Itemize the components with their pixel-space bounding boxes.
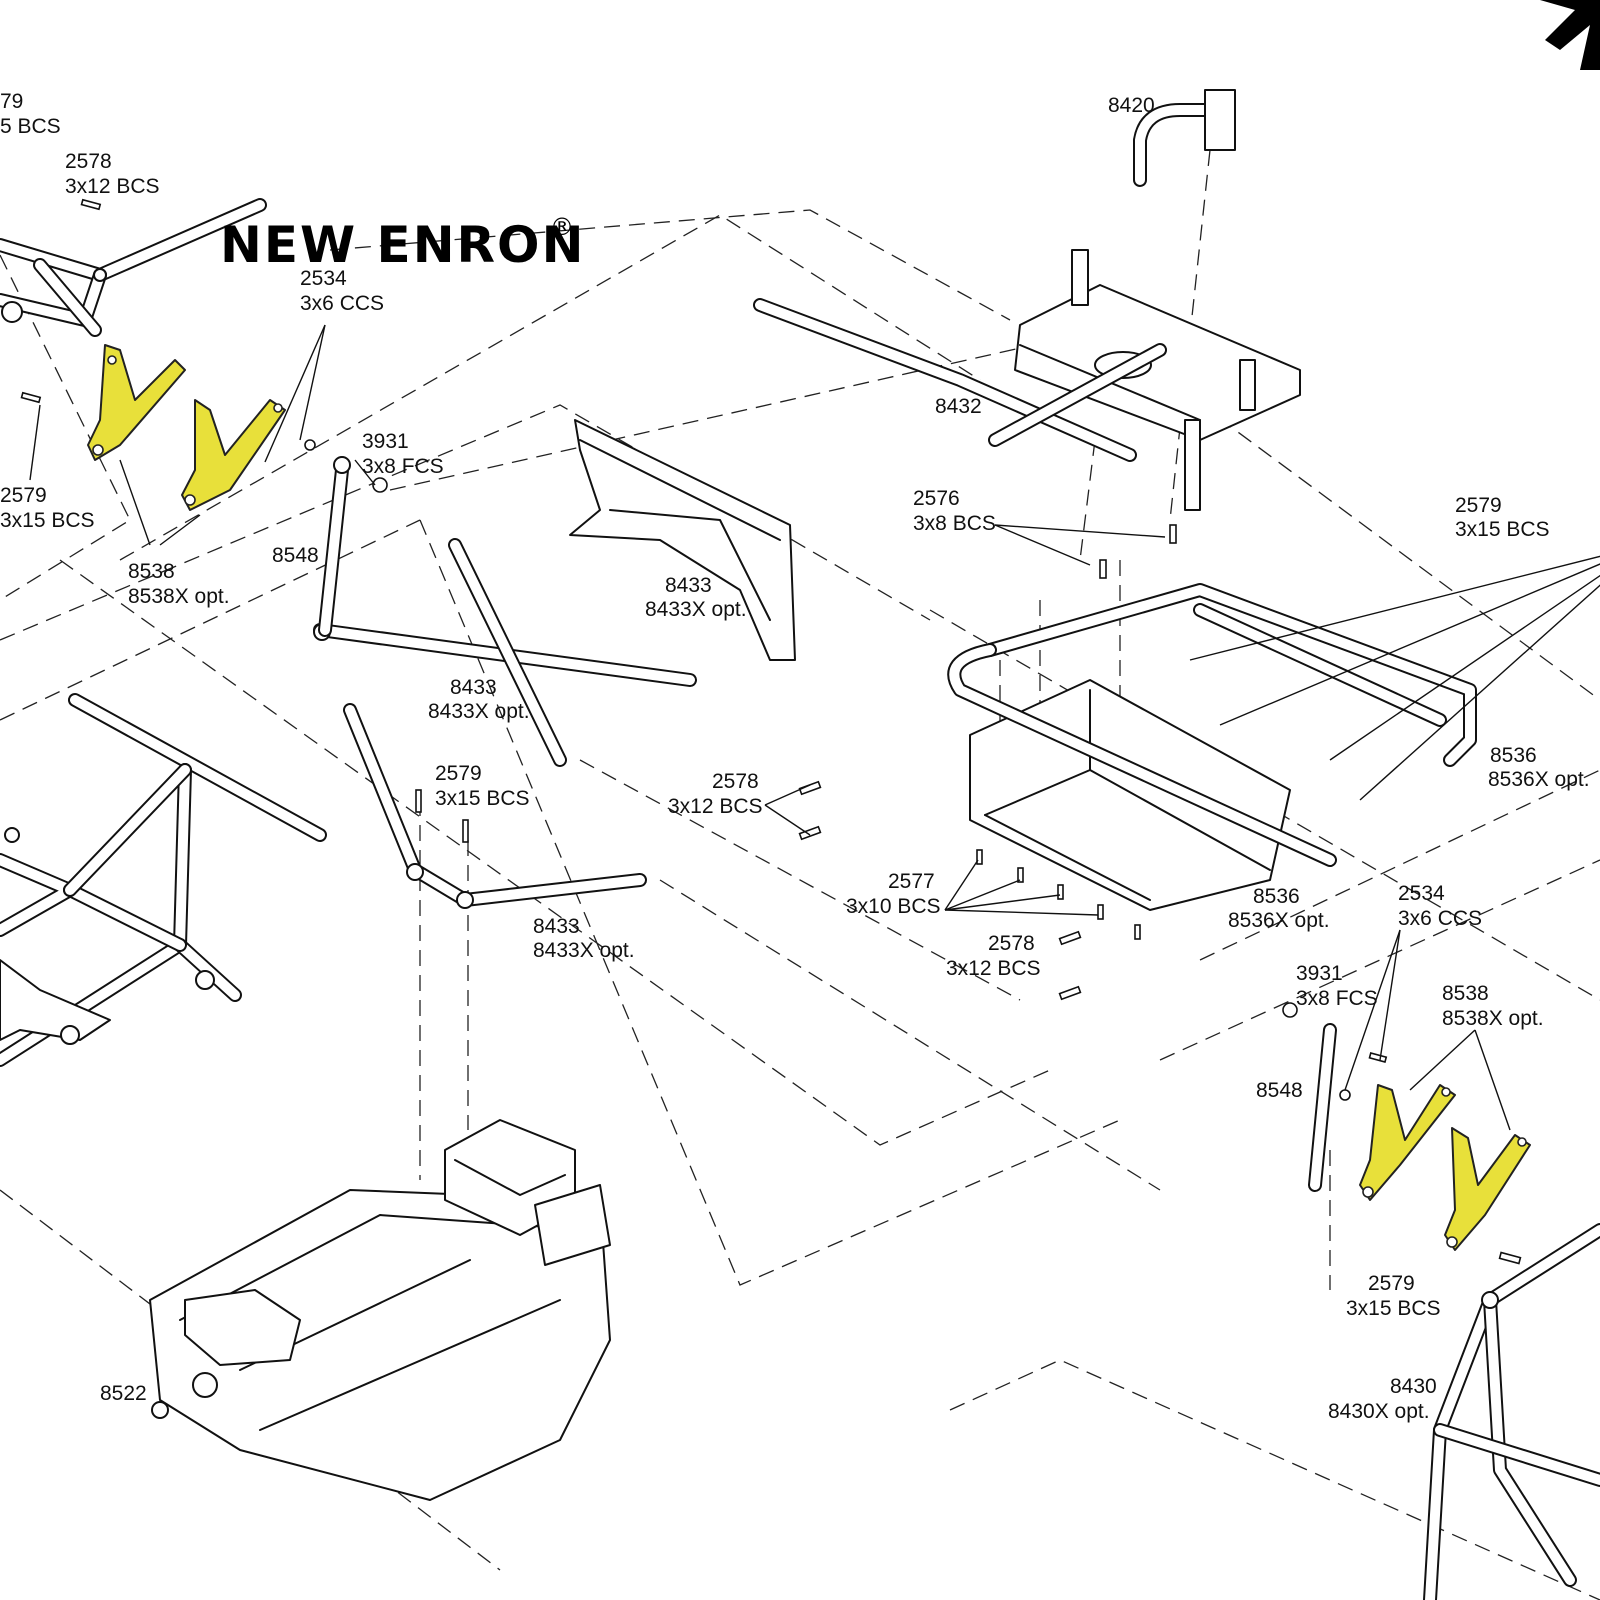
label-right-3931-code: 3931 (1296, 962, 1343, 985)
label-right-2579-bottom-spec: 3x15 BCS (1346, 1297, 1441, 1320)
battery-tray-8536 (947, 583, 1477, 911)
label-top-2576-spec: 3x8 BCS (913, 512, 996, 535)
label-right-2579-bottom-code: 2579 (1368, 1272, 1415, 1295)
label-right-8536b-spec: 8536X opt. (1228, 909, 1330, 932)
label-center-2578-code: 2578 (988, 932, 1035, 955)
label-top-left-2579-spec: 5 BCS (0, 115, 61, 138)
label-left-3931-code: 3931 (362, 430, 409, 453)
roll-cage-8430 (1308, 1023, 1600, 1600)
label-mid-2579-code: 2579 (435, 762, 482, 785)
label-right-2579-top-spec: 3x15 BCS (1455, 518, 1550, 541)
label-left-2579-spec: 3x15 BCS (0, 509, 95, 532)
label-center-2577-code: 2577 (888, 870, 935, 893)
highlight-bracket-8538-left (87, 344, 286, 511)
label-mid-8433c-code: 8433 (533, 915, 580, 938)
label-mid-2578-spec: 3x12 BCS (668, 795, 763, 818)
callout-leader-lines (29, 324, 1600, 1131)
label-left-8538-code: 8538 (128, 560, 175, 583)
label-center-2577-spec: 3x10 BCS (846, 895, 941, 918)
label-right-8538-code: 8538 (1442, 982, 1489, 1005)
brand-registered-mark: ® (550, 213, 574, 241)
label-mid-8433b-spec: 8433X opt. (428, 700, 530, 723)
label-left-2534-spec: 3x6 CCS (300, 292, 384, 315)
label-right-2534-code: 2534 (1398, 882, 1445, 905)
rear-upper-x-brace (313, 538, 697, 767)
label-center-2578-spec: 3x12 BCS (946, 957, 1041, 980)
label-top-8420-code: 8420 (1108, 94, 1155, 117)
label-bottom-8430-code: 8430 (1390, 1375, 1437, 1398)
label-left-8548-code: 8548 (272, 544, 319, 567)
rear-bumper-mount-8433 (569, 419, 796, 661)
label-right-2534-spec: 3x6 CCS (1398, 907, 1482, 930)
label-left-8538-spec: 8538X opt. (128, 585, 230, 608)
brand-name: NEW ENRON (220, 216, 585, 274)
fastener-screws (20, 198, 1522, 1265)
label-left-2579-code: 2579 (0, 484, 47, 507)
label-top-left-2579-code: 79 (0, 90, 23, 113)
label-left-3931-spec: 3x8 FCS (362, 455, 444, 478)
left-link-rod-8548 (318, 456, 351, 637)
label-mid-8433c-spec: 8433X opt. (533, 939, 635, 962)
label-top-left-2578-code: 2578 (65, 150, 112, 173)
highlight-bracket-8538-right (1359, 1084, 1531, 1251)
label-top-left-2578-spec: 3x12 BCS (65, 175, 160, 198)
part-labels: 79 5 BCS 2578 3x12 BCS 2534 3x6 CCS 3931… (0, 90, 1590, 1423)
main-chassis-8522 (149, 1119, 611, 1501)
label-right-8538-spec: 8538X opt. (1442, 1007, 1544, 1030)
brand-logo: NEW ENRON ® (220, 213, 585, 274)
label-right-8536b-code: 8536 (1253, 885, 1300, 908)
label-bottom-8522-code: 8522 (100, 1382, 147, 1405)
label-mid-8433b-code: 8433 (450, 676, 497, 699)
corner-logo-fragment (1540, 0, 1600, 70)
body-tray-8432 (753, 249, 1301, 511)
rear-lower-link (343, 703, 647, 909)
front-tube-cage-lower (0, 693, 327, 1067)
label-mid-8433a-spec: 8433X opt. (645, 598, 747, 621)
label-right-2579-top-code: 2579 (1455, 494, 1502, 517)
label-right-8536a-spec: 8536X opt. (1488, 768, 1590, 791)
label-top-2576-code: 2576 (913, 487, 960, 510)
left-chassis-frame (0, 198, 267, 337)
label-mid-8433a-code: 8433 (665, 574, 712, 597)
label-mid-2579-spec: 3x15 BCS (435, 787, 530, 810)
label-right-3931-spec: 3x8 FCS (1296, 987, 1378, 1010)
exhaust-pipe-8420 (1133, 89, 1236, 187)
label-left-2534-code: 2534 (300, 267, 347, 290)
label-right-8536a-code: 8536 (1490, 744, 1537, 767)
label-mid-2578-code: 2578 (712, 770, 759, 793)
label-bottom-8430-spec: 8430X opt. (1328, 1400, 1430, 1423)
label-right-8548-code: 8548 (1256, 1079, 1303, 1102)
label-top-8432-code: 8432 (935, 395, 982, 418)
